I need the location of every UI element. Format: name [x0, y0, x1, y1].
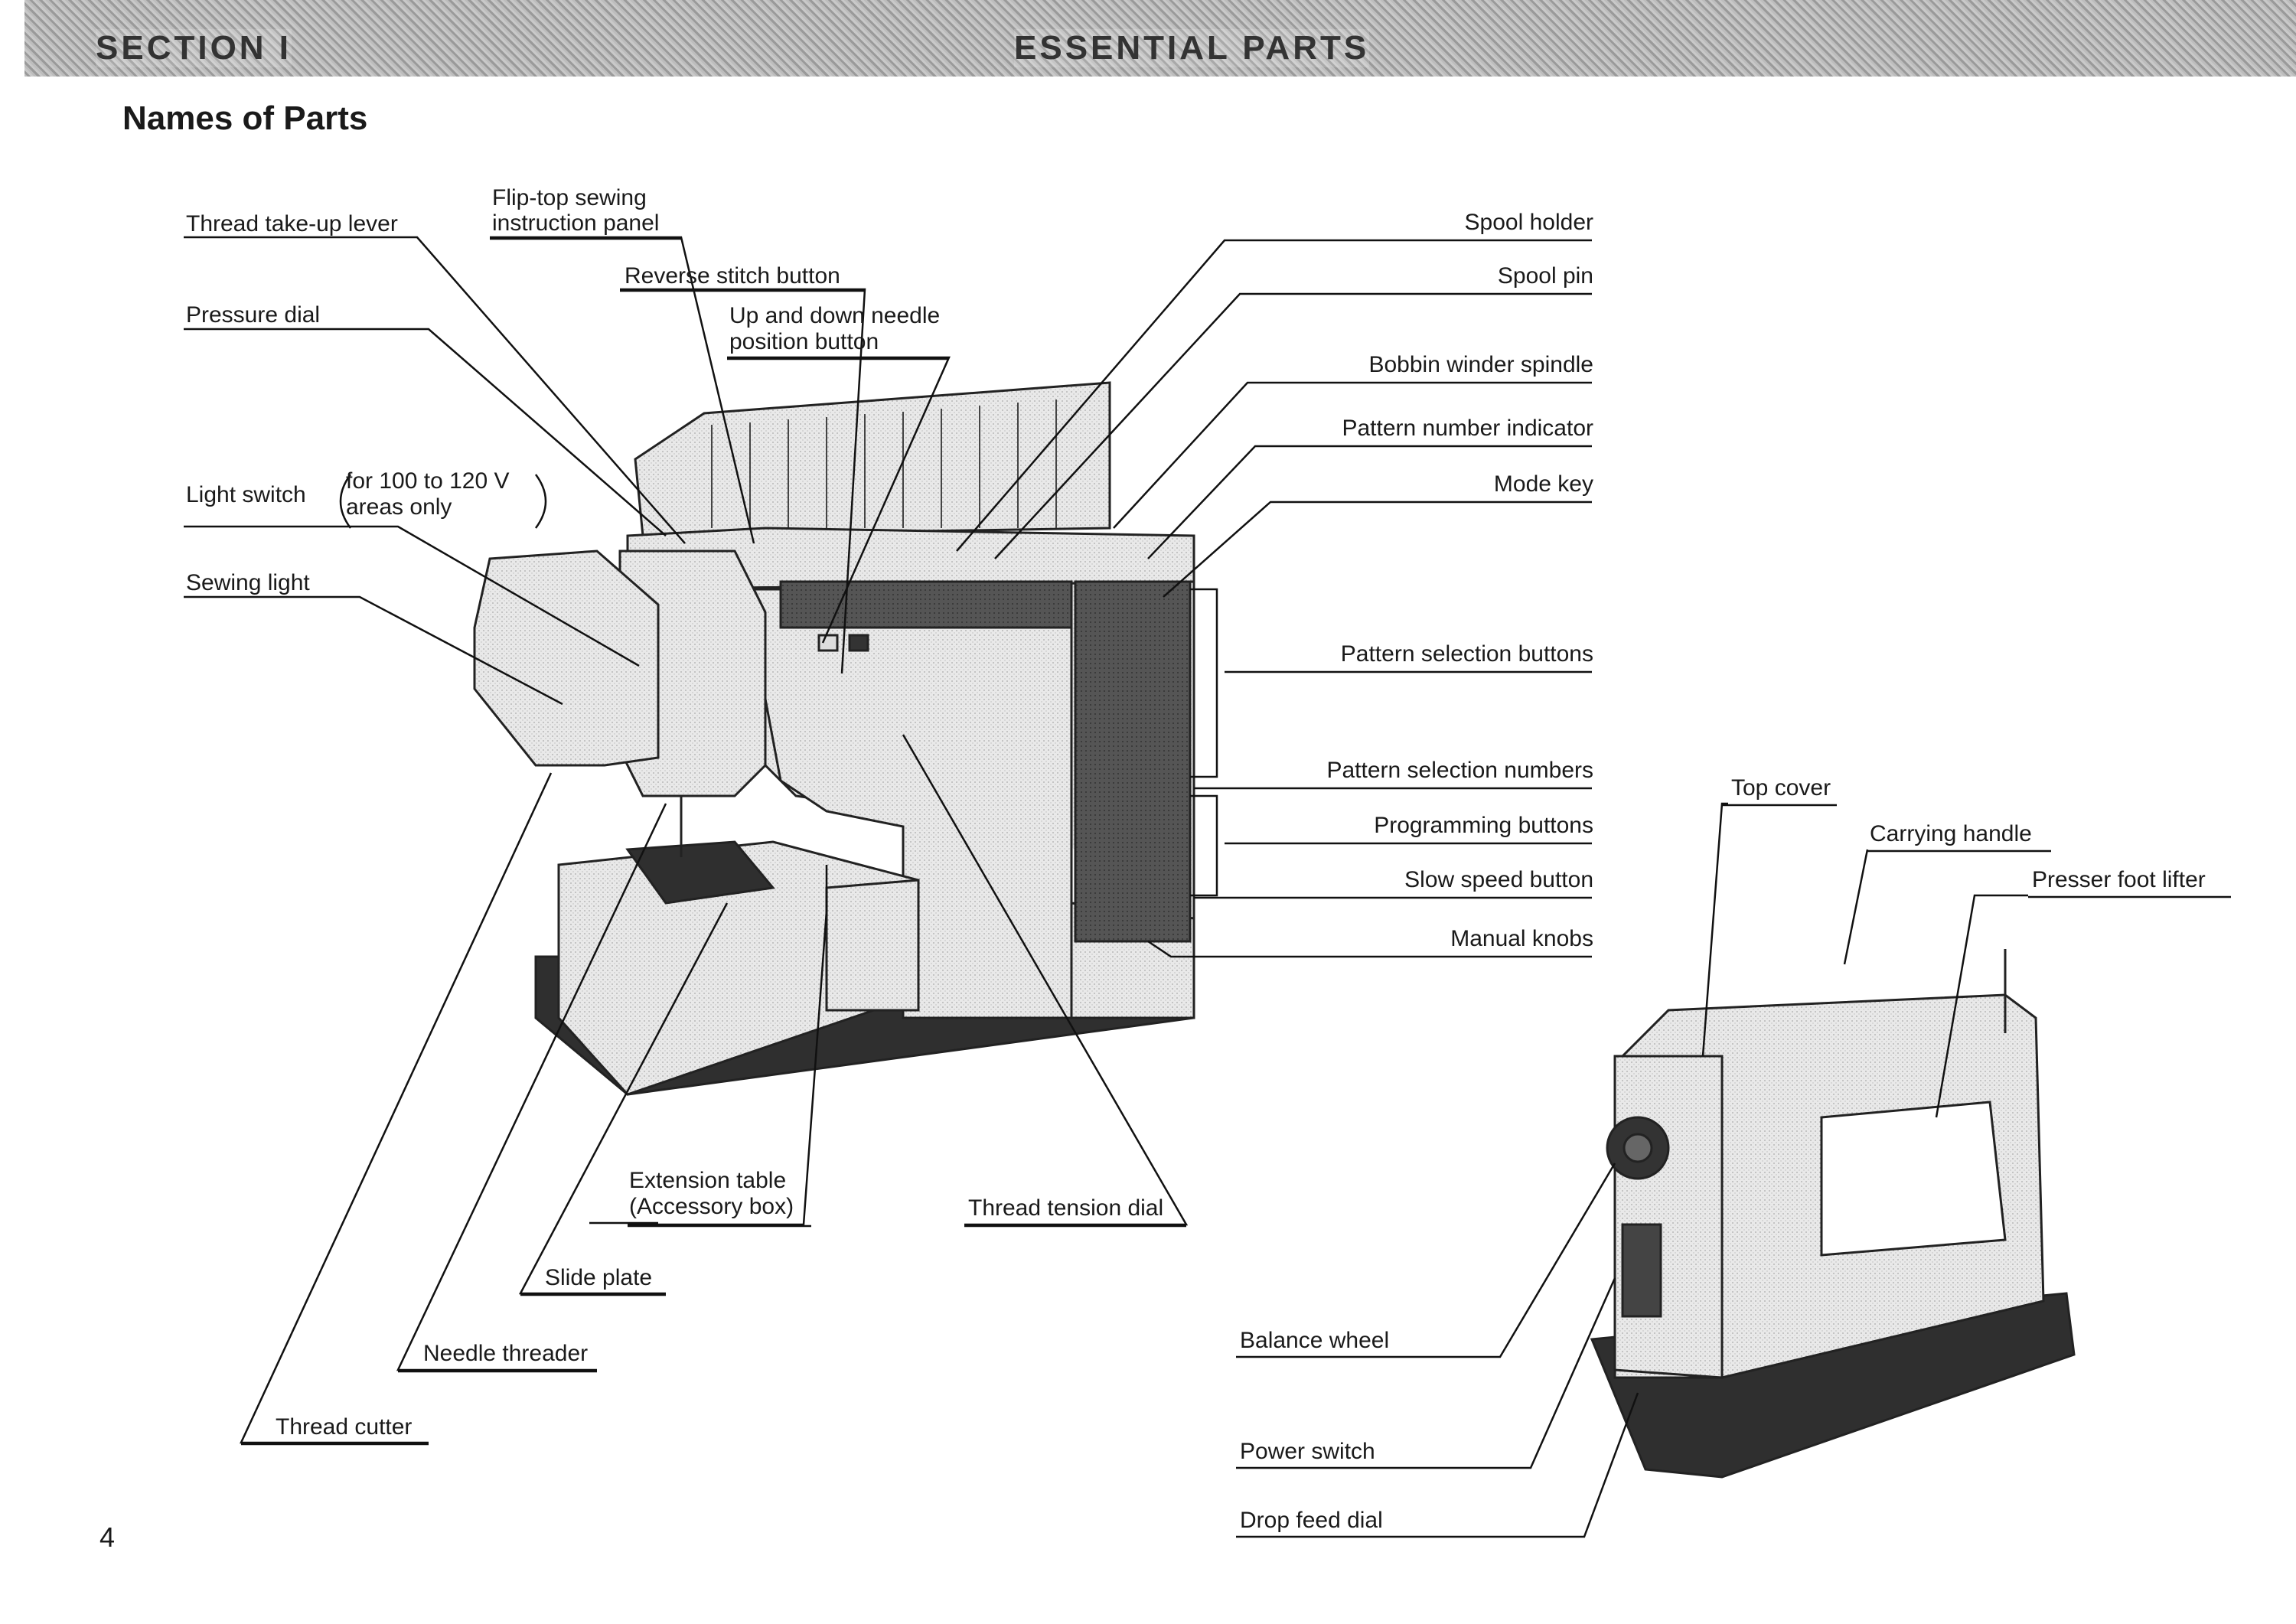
label-thread-cutter: Thread cutter	[276, 1414, 413, 1440]
page-number: 4	[99, 1521, 116, 1553]
label-drop-feed-dial: Drop feed dial	[1240, 1508, 1383, 1533]
label-balance-wheel: Balance wheel	[1240, 1328, 1390, 1353]
label-presser-foot-lifter: Presser foot lifter	[2032, 867, 2206, 892]
label-reverse-stitch-button: Reverse stitch button	[625, 263, 840, 289]
label-up-down-needle-line2: position button	[729, 329, 879, 354]
label-thread-take-up-lever: Thread take-up lever	[186, 211, 398, 236]
rear-sewing-machine-illustration	[1590, 949, 2076, 1479]
label-spool-holder: Spool holder	[1464, 210, 1593, 235]
label-pressure-dial: Pressure dial	[186, 302, 321, 328]
label-pattern-selection-buttons: Pattern selection buttons	[1340, 641, 1593, 667]
label-programming-buttons: Programming buttons	[1374, 813, 1593, 838]
label-light-switch: Light switch	[186, 482, 306, 507]
page-title: Names of Parts	[122, 99, 368, 137]
label-slide-plate: Slide plate	[545, 1265, 653, 1290]
section-title: ESSENTIAL PARTS	[1014, 29, 1370, 67]
main-sewing-machine-illustration	[473, 381, 1195, 1096]
section-header-bar	[24, 0, 2296, 77]
label-pattern-number-indicator: Pattern number indicator	[1342, 416, 1593, 441]
leader-lines	[184, 236, 2028, 1538]
label-top-cover: Top cover	[1731, 775, 1831, 801]
label-bobbin-winder-spindle: Bobbin winder spindle	[1368, 352, 1593, 377]
label-spool-pin: Spool pin	[1497, 263, 1593, 289]
section-label: SECTION I	[96, 29, 292, 67]
label-carrying-handle: Carrying handle	[1870, 821, 2032, 846]
label-underlines	[241, 237, 2231, 1446]
label-extension-table-line2: (Accessory box)	[629, 1194, 794, 1219]
label-flip-top-panel-line1: Flip-top sewing	[492, 185, 647, 210]
label-thread-tension-dial: Thread tension dial	[968, 1195, 1164, 1221]
label-sewing-light: Sewing light	[186, 570, 310, 595]
label-needle-threader: Needle threader	[423, 1341, 589, 1366]
label-extension-table-line1: Extension table	[629, 1168, 787, 1193]
label-light-switch-note-line2: areas only	[346, 494, 452, 520]
label-power-switch: Power switch	[1240, 1439, 1375, 1464]
label-slow-speed-button: Slow speed button	[1404, 867, 1593, 892]
label-flip-top-panel-line2: instruction panel	[492, 210, 660, 236]
label-up-down-needle-line1: Up and down needle	[729, 303, 941, 328]
label-mode-key: Mode key	[1493, 471, 1593, 497]
label-pattern-selection-numbers: Pattern selection numbers	[1326, 758, 1593, 783]
label-manual-knobs: Manual knobs	[1450, 926, 1593, 951]
label-light-switch-note-line1: for 100 to 120 V	[346, 468, 510, 494]
